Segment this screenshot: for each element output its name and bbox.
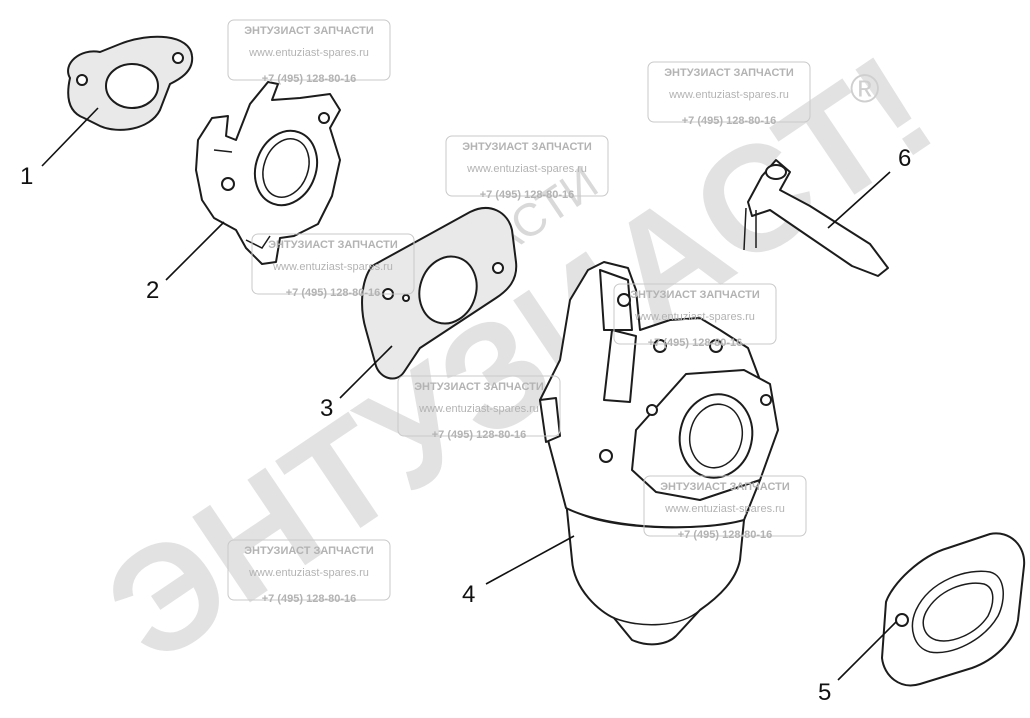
leader-2 (165, 221, 225, 281)
stamp-url: www.entuziast-spares.ru (664, 503, 785, 515)
leader-1 (41, 107, 99, 167)
stamp-8: ЭНТУЗИАСТ ЗАПЧАСТИ www.entuziast-spares.… (227, 539, 391, 605)
stamp-title: ЭНТУЗИАСТ ЗАПЧАСТИ (244, 25, 374, 37)
stamp-2: ЭНТУЗИАСТ ЗАПЧАСТИ www.entuziast-spares.… (647, 61, 811, 127)
stamp-title: ЭНТУЗИАСТ ЗАПЧАСТИ (268, 239, 398, 251)
leader-3 (339, 345, 393, 399)
stamp-title: ЭНТУЗИАСТ ЗАПЧАСТИ (664, 67, 794, 79)
callout-6: 6 (898, 145, 911, 172)
stamp-phone: +7 (495) 128-80-16 (432, 429, 526, 441)
stamp-phone: +7 (495) 128-80-16 (648, 337, 742, 349)
stamp-1: ЭНТУЗИАСТ ЗАПЧАСТИ www.entuziast-spares.… (227, 19, 391, 85)
callout-3: 3 (320, 395, 333, 422)
stamp-url: www.entuziast-spares.ru (634, 311, 755, 323)
callout-2: 2 (146, 277, 159, 304)
brand-watermark: ЭНТУЗИАСТ! ЗАПЧАСТИ (77, 22, 961, 694)
stamp-phone: +7 (495) 128-80-16 (262, 73, 356, 85)
part-5-gasket (881, 532, 1026, 687)
callout-5: 5 (818, 679, 831, 706)
stamp-phone: +7 (495) 128-80-16 (682, 115, 776, 127)
stamp-phone: +7 (495) 128-80-16 (262, 593, 356, 605)
stamp-5: ЭНТУЗИАСТ ЗАПЧАСТИ www.entuziast-spares.… (613, 283, 777, 349)
callout-4: 4 (462, 581, 475, 608)
leader-5 (837, 621, 897, 681)
stamp-url: www.entuziast-spares.ru (466, 163, 587, 175)
stamp-3: ЭНТУЗИАСТ ЗАПЧАСТИ www.entuziast-spares.… (445, 135, 609, 201)
stamp-phone: +7 (495) 128-80-16 (286, 287, 380, 299)
callout-1: 1 (20, 163, 33, 190)
registered-mark: ® (850, 67, 879, 111)
stamp-phone: +7 (495) 128-80-16 (678, 529, 772, 541)
stamp-7: ЭНТУЗИАСТ ЗАПЧАСТИ www.entuziast-spares.… (643, 475, 807, 541)
stamp-4: ЭНТУЗИАСТ ЗАПЧАСТИ www.entuziast-spares.… (251, 233, 415, 299)
part-3-gasket (361, 207, 518, 380)
stamp-url: www.entuziast-spares.ru (418, 403, 539, 415)
stamp-title: ЭНТУЗИАСТ ЗАПЧАСТИ (462, 141, 592, 153)
stamp-url: www.entuziast-spares.ru (248, 567, 369, 579)
stamp-url: www.entuziast-spares.ru (668, 89, 789, 101)
stamp-title: ЭНТУЗИАСТ ЗАПЧАСТИ (630, 289, 760, 301)
stamp-title: ЭНТУЗИАСТ ЗАПЧАСТИ (660, 481, 790, 493)
part-4-carburetor (539, 261, 779, 646)
stamp-url: www.entuziast-spares.ru (272, 261, 393, 273)
part-1-gasket (67, 35, 194, 131)
stamp-url: www.entuziast-spares.ru (248, 47, 369, 59)
leader-4 (485, 535, 575, 585)
stamp-title: ЭНТУЗИАСТ ЗАПЧАСТИ (244, 545, 374, 557)
part-6-choke-lever (743, 159, 889, 277)
stamp-phone: +7 (495) 128-80-16 (480, 189, 574, 201)
leader-6 (827, 171, 891, 229)
stamp-6: ЭНТУЗИАСТ ЗАПЧАСТИ www.entuziast-spares.… (397, 375, 561, 441)
stamp-title: ЭНТУЗИАСТ ЗАПЧАСТИ (414, 381, 544, 393)
part-2-spacer-bracket (195, 81, 341, 265)
